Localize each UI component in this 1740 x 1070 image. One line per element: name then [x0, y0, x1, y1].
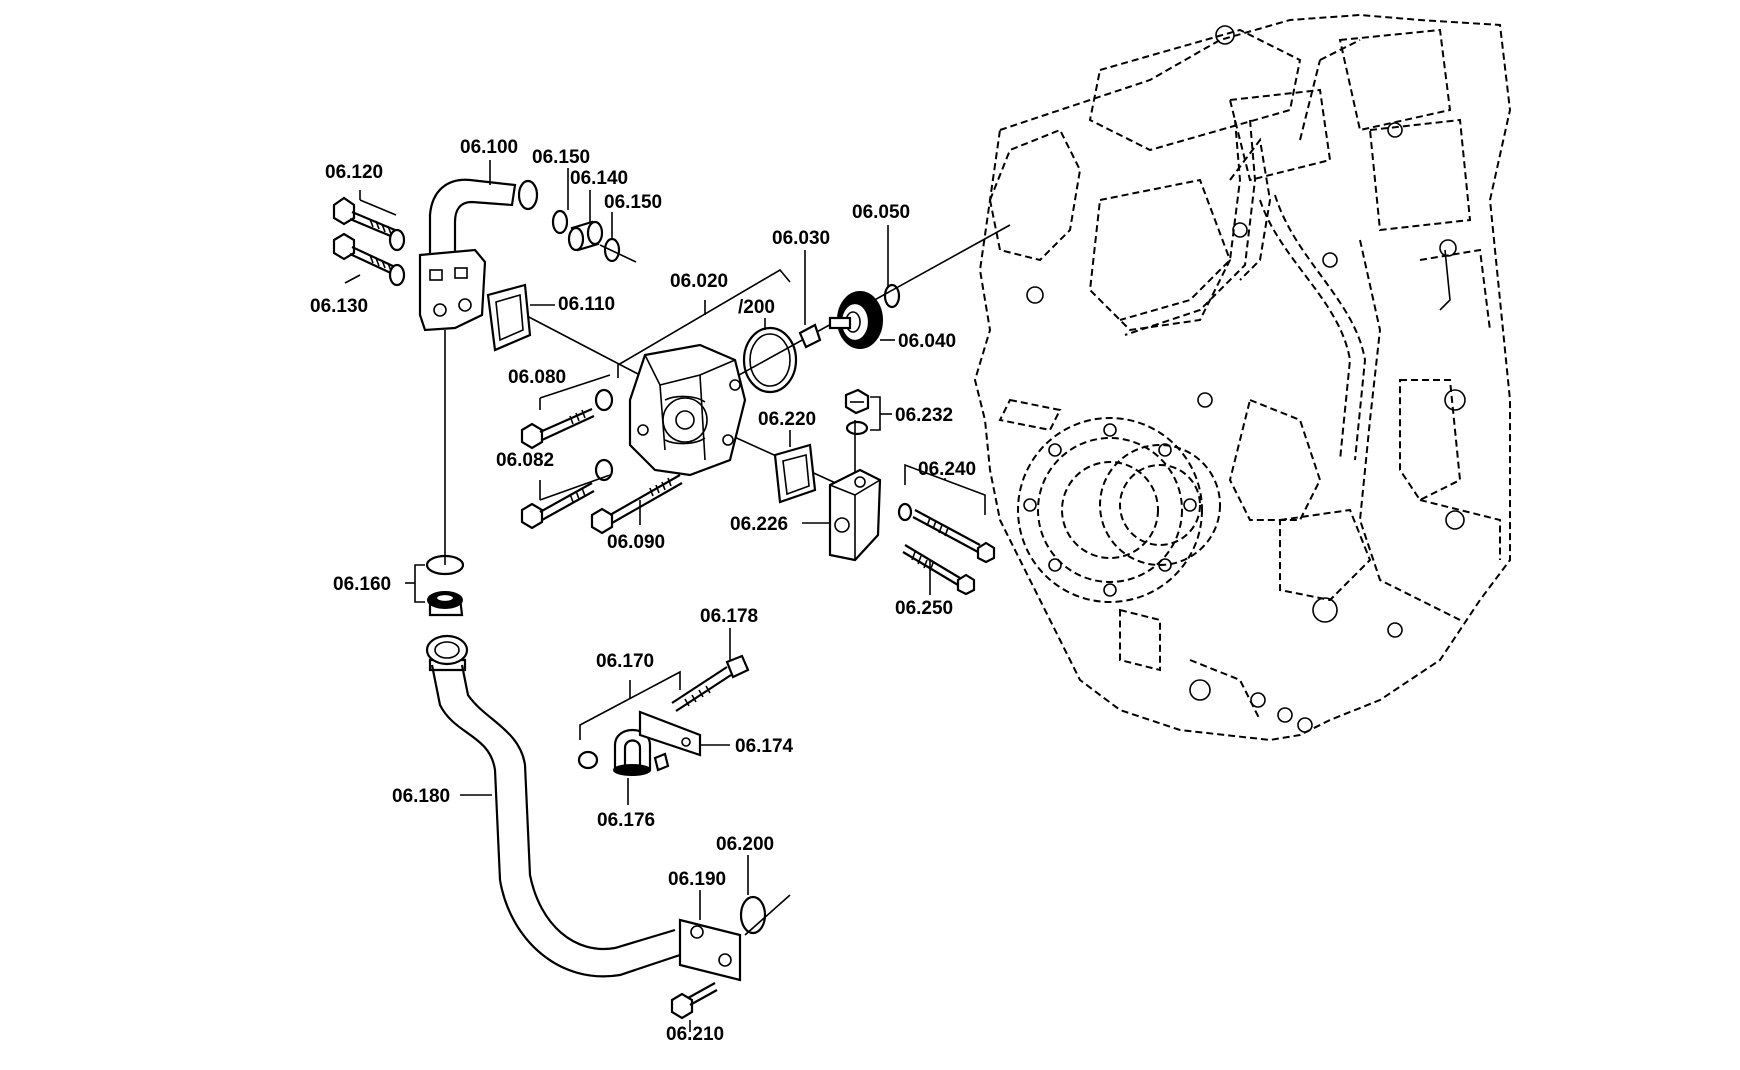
label-06-200-slash: /200: [738, 297, 775, 318]
pump-body-06-020: [628, 343, 747, 477]
label-06-090: 06.090: [607, 532, 665, 553]
label-06-226: 06.226: [730, 514, 788, 535]
gear-06-040: [828, 291, 883, 349]
label-06-250: 06.250: [895, 598, 953, 619]
label-06-174: 06.174: [735, 736, 794, 757]
label-06-150-b: 06.150: [604, 192, 662, 213]
label-06-180: 06.180: [392, 786, 450, 807]
seal-ring-06-150-b: [599, 237, 637, 263]
callout-leaders: [344, 160, 986, 1032]
screw-06-178: [671, 654, 750, 712]
label-06-120: 06.120: [325, 162, 383, 183]
label-06-178: 06.178: [700, 606, 758, 627]
hose-06-180: [425, 634, 681, 978]
o-ring-06-200-upper: [742, 326, 798, 394]
bolt-06-120: [332, 196, 406, 252]
label-06-100: 06.100: [460, 137, 518, 158]
label-06-160: 06.160: [333, 574, 391, 595]
connector-06-140: [567, 220, 604, 252]
pin-06-030: [798, 323, 822, 349]
flange-06-190: [678, 918, 742, 982]
label-06-030: 06.030: [772, 228, 830, 249]
bolt-06-090: [590, 474, 683, 535]
clamp-06-176: [577, 729, 670, 776]
label-06-170: 06.170: [596, 651, 654, 672]
bolt-06-130: [332, 232, 406, 287]
pipe-elbow-06-100: [418, 178, 539, 332]
label-06-232: 06.232: [895, 405, 953, 426]
label-06-130: 06.130: [310, 296, 368, 317]
label-06-110: 06.110: [558, 294, 615, 315]
bolt-06-250: [902, 544, 976, 596]
label-06-210: 06.210: [666, 1024, 724, 1045]
bolt-06-080: [520, 388, 614, 450]
label-06-040: 06.040: [898, 331, 956, 352]
label-06-050: 06.050: [852, 202, 910, 223]
bolt-06-210: [670, 982, 718, 1020]
label-06-176: 06.176: [597, 810, 655, 831]
label-06-080: 06.080: [508, 367, 566, 388]
part-labels: 06.120 06.130 06.100 06.150 06.140 06.15…: [310, 137, 976, 1045]
label-06-140: 06.140: [570, 168, 628, 189]
circlip-06-050: [883, 283, 901, 309]
label-06-200: 06.200: [716, 834, 774, 855]
gasket-06-110: [486, 283, 532, 352]
label-06-150-a: 06.150: [532, 147, 590, 168]
label-06-020: 06.020: [670, 271, 728, 292]
valve-block-06-226: [828, 468, 882, 562]
label-06-220: 06.220: [758, 409, 816, 430]
seal-ring-06-150-a: [551, 209, 569, 235]
label-06-082: 06.082: [496, 450, 554, 471]
gasket-06-220: [773, 443, 817, 504]
fitting-06-160: [425, 554, 465, 617]
transmission-housing: [973, 13, 1512, 742]
o-ring-06-200-lower: [739, 894, 791, 936]
label-06-240: 06.240: [918, 459, 976, 480]
bolt-06-240: [897, 502, 996, 564]
label-06-190: 06.190: [668, 869, 726, 890]
plug-06-232: [844, 388, 870, 436]
plate-06-174: [638, 710, 702, 757]
